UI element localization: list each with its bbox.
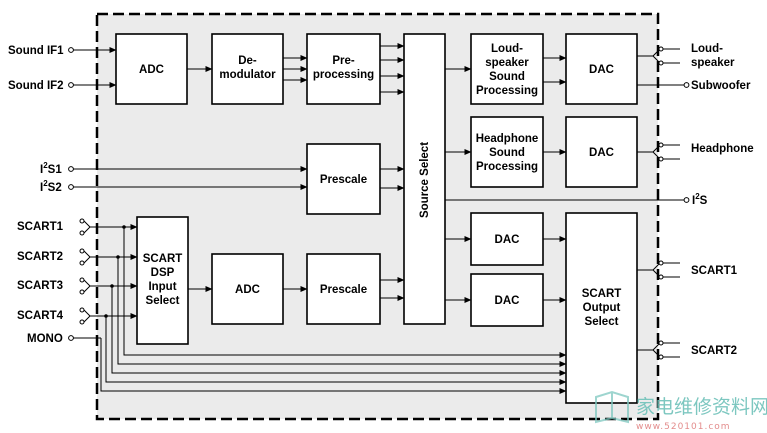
output-label-scart2: SCART2 [691,345,737,357]
input-label-scart3: SCART3 [17,280,63,292]
preprocessing-label-2: processing [313,69,374,81]
output-label-headphone: Headphone [691,143,754,155]
demodulator-block [211,33,284,105]
input-label-i2s2: I2S2 [40,179,62,194]
watermark-text: 家电维修资料网 [636,396,767,418]
scart-dsp-label-4: Select [146,295,180,307]
output-label-i2s: I2S [692,192,708,207]
scart-output-select-block [565,212,638,404]
headphone-processing-label-3: Processing [476,161,538,173]
input-label-scart2: SCART2 [17,251,63,263]
input-label-mono: MONO [27,333,63,345]
signal-lines [100,43,690,394]
adc-top-block [115,33,188,105]
output-pins [637,46,690,360]
watermark: 家电维修资料网 www.520101.com [595,390,767,432]
scart-dsp-label-1: SCART [143,253,183,265]
preprocessing-label-1: Pre- [332,55,355,67]
dac-scart-a-label: DAC [495,234,520,246]
adc-bottom-label: ADC [235,284,260,296]
dac-headphone-label: DAC [589,147,614,159]
scart-dsp-input-select-block [136,216,189,345]
loudspeaker-processing-label-1: Loud- [491,43,523,55]
input-label-scart4: SCART4 [17,310,64,322]
input-label-i2s1: I2S1 [40,161,62,176]
dac-loudspeaker-block [565,33,638,105]
dac-headphone-block [565,116,638,188]
watermark-book-icon [595,390,629,424]
loudspeaker-processing-label-3: Sound [489,71,525,83]
loudspeaker-processing-label-4: Processing [476,85,538,97]
prescale-bottom-block [306,253,381,325]
watermark-url: www.520101.com [636,422,731,432]
preprocessing-block [306,33,381,105]
input-label-scart1: SCART1 [17,221,64,233]
demodulator-label-2: modulator [219,69,276,81]
prescale-bottom-label: Prescale [320,284,367,296]
headphone-processing-label-1: Headphone [476,133,539,145]
input-label-sound-if2: Sound IF2 [8,80,64,92]
dac-loudspeaker-label: DAC [589,64,614,76]
dac-scart-b-block [470,273,544,327]
output-label-scart1: SCART1 [691,265,738,277]
source-select-block [403,33,446,325]
dac-scart-b-label: DAC [495,295,520,307]
output-label-subwoofer: Subwoofer [691,80,751,92]
input-label-sound-if1: Sound IF1 [8,45,64,57]
scart-output-label-2: Output [583,302,621,314]
prescale-i2s-label: Prescale [320,174,367,186]
loudspeaker-processing-label-2: speaker [485,57,529,69]
scart-output-label-3: Select [585,316,619,328]
output-label-loudspeaker-1: Loud- [691,43,723,55]
adc-top-label: ADC [139,64,164,76]
loudspeaker-processing-block [470,33,544,105]
adc-bottom-block [211,253,284,325]
demodulator-label-1: De- [238,55,257,67]
scart-dsp-label-3: Input [148,281,176,293]
source-select-label: Source Select [419,142,431,218]
output-label-loudspeaker-2: speaker [691,57,735,69]
input-pins [68,47,308,341]
scart-output-label-1: SCART [582,288,622,300]
headphone-processing-block [470,116,544,188]
headphone-processing-label-2: Sound [489,147,525,159]
scart-dsp-label-2: DSP [151,267,175,279]
prescale-i2s-block [306,143,381,215]
